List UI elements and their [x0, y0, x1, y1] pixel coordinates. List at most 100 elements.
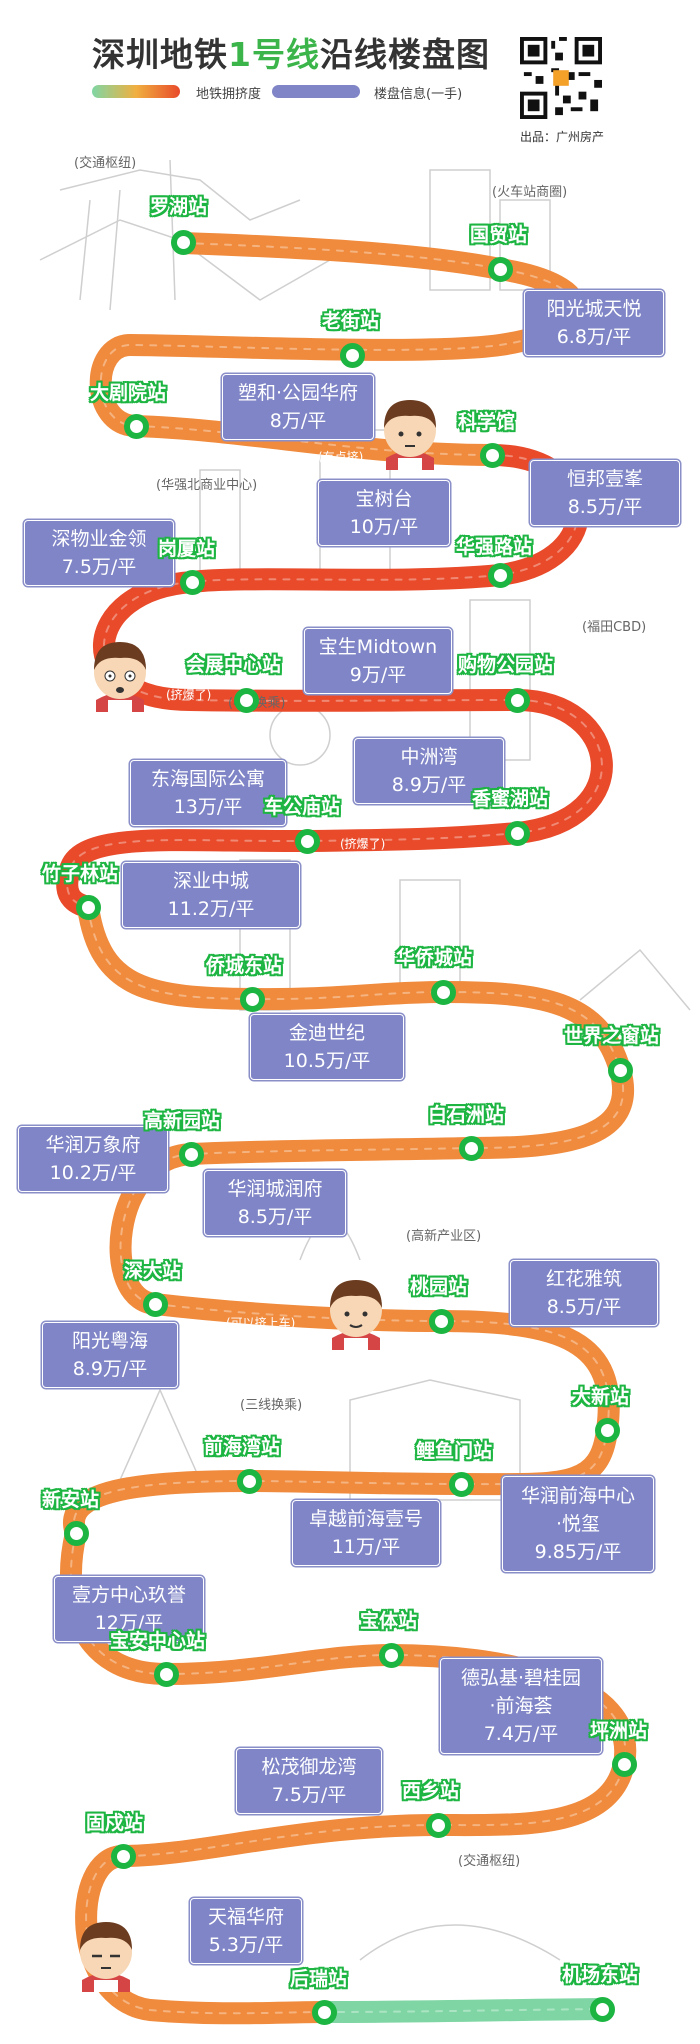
- route-segment: [89, 232, 586, 466]
- crowd-legend-swatch: [92, 85, 180, 98]
- station-label: 后瑞站: [290, 1968, 348, 1990]
- station-label: 宝安中心站: [110, 1630, 206, 1652]
- crowd-note: (可以挤上车): [226, 1316, 296, 1330]
- station-marker: [171, 230, 196, 255]
- station-label: 新安站: [42, 1489, 100, 1511]
- station-marker: [143, 1292, 168, 1317]
- station-marker: [449, 1472, 474, 1497]
- station-label: 深大站: [124, 1260, 182, 1282]
- route-segment: [63, 1293, 620, 1544]
- area-label: (福田CBD): [582, 620, 647, 635]
- crowd-note: (挤爆了): [340, 837, 386, 851]
- station-label: 固戍站: [86, 1812, 144, 1834]
- qr-code: [520, 37, 602, 119]
- station-label: 华强路站: [456, 536, 533, 558]
- area-label: (火车站商圈): [492, 185, 568, 200]
- station-marker: [612, 1752, 637, 1777]
- station-label: 高新园站: [144, 1110, 221, 1132]
- crowd-note: (轻松): [482, 2024, 516, 2038]
- station-label: 鲤鱼门站: [416, 1440, 493, 1462]
- station-label: 侨城东站: [206, 955, 283, 977]
- station-marker: [295, 829, 320, 854]
- area-label: (三线换乘): [240, 1398, 303, 1413]
- station-label: 会展中心站: [186, 654, 282, 676]
- station-marker: [480, 443, 505, 468]
- passenger-avatar-icon: [330, 1280, 382, 1350]
- station-marker: [429, 1309, 454, 1334]
- station-label: 香蜜湖站: [472, 788, 549, 810]
- station-label: 购物公园站: [458, 654, 554, 676]
- station-marker: [459, 1136, 484, 1161]
- station-label: 大新站: [572, 1386, 630, 1408]
- station-marker: [431, 980, 456, 1005]
- station-label: 大剧院站: [90, 382, 167, 404]
- route-segment-highlight: [323, 2008, 603, 2013]
- station-marker: [426, 1813, 451, 1838]
- station-label: 坪洲站: [590, 1720, 648, 1742]
- info-legend-swatch: [272, 85, 360, 98]
- station-label: 竹子林站: [42, 863, 119, 885]
- route-segment-highlight: [69, 1532, 627, 2015]
- station-label: 罗湖站: [150, 196, 208, 218]
- passenger-avatar-icon: [80, 1922, 132, 1992]
- station-label: 世界之窗站: [564, 1025, 660, 1047]
- route-segment-highlight: [99, 242, 576, 456]
- station-label: 前海湾站: [204, 1436, 281, 1458]
- station-marker: [179, 1142, 204, 1167]
- station-marker: [340, 343, 365, 368]
- station-marker: [312, 2000, 337, 2025]
- crowd-note: (挤爆了): [166, 688, 212, 702]
- station-label: 岗厦站: [158, 538, 216, 560]
- station-label: 科学馆: [458, 411, 516, 433]
- route-segment-highlight: [73, 1303, 610, 1534]
- station-label: 国贸站: [470, 224, 528, 246]
- station-label: 老街站: [322, 310, 380, 332]
- route-segment-highlight: [66, 699, 603, 908]
- station-marker: [488, 257, 513, 282]
- area-label: (高新产业区): [406, 1229, 482, 1244]
- passenger-avatar-icon: [94, 642, 146, 712]
- station-label: 机场东站: [562, 1964, 639, 1986]
- page-title: 深圳地铁1号线沿线楼盘图: [92, 35, 490, 74]
- station-marker: [76, 895, 101, 920]
- station-marker: [154, 1662, 179, 1687]
- station-marker: [64, 1521, 89, 1546]
- station-marker: [234, 688, 259, 713]
- route-segment: [56, 689, 613, 918]
- station-marker: [379, 1643, 404, 1668]
- route-segment: [313, 1998, 613, 2023]
- station-marker: [608, 1058, 633, 1083]
- station-label: 车公庙站: [264, 796, 341, 818]
- info-legend-label: 楼盘信息(一手): [374, 87, 463, 102]
- station-label: 华侨城站: [396, 947, 473, 969]
- station-marker: [237, 1469, 262, 1494]
- area-label: (交通枢纽): [74, 156, 137, 171]
- station-label: 宝体站: [360, 1610, 418, 1632]
- crowd-legend-label: 地铁拥挤度: [196, 87, 262, 102]
- crowd-note: (有点挤): [318, 450, 364, 464]
- source-credit: 出品：广州房产: [520, 130, 605, 144]
- station-marker: [111, 1844, 136, 1869]
- station-marker: [505, 821, 530, 846]
- station-marker: [505, 688, 530, 713]
- station-label: 白石洲站: [428, 1104, 505, 1126]
- area-label: (华强北商业中心): [156, 478, 258, 493]
